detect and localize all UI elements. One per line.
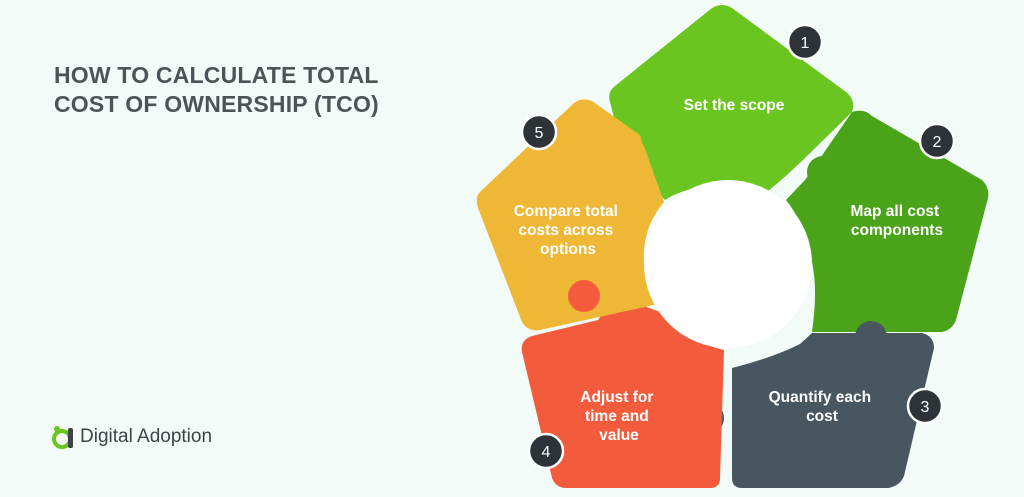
center-circle <box>644 180 812 348</box>
title-line-2: COST OF OWNERSHIP (TCO) <box>54 91 379 117</box>
piece-5-shape <box>476 99 664 331</box>
svg-text:1: 1 <box>801 35 810 52</box>
step-4-badge: 4 <box>527 432 565 470</box>
page-title: HOW TO CALCULATE TOTAL COST OF OWNERSHIP… <box>54 61 379 119</box>
step-4-label: Adjust for time and value <box>580 389 658 444</box>
step-1-label: Set the scope <box>684 97 785 114</box>
puzzle-piece-2 <box>786 110 989 333</box>
step-5-badge: 5 <box>520 113 558 151</box>
step-5-label: Compare total costs across options <box>514 203 623 258</box>
piece-3-knob <box>855 321 887 353</box>
joint-5-1 <box>641 121 673 153</box>
step-1-badge: 1 <box>786 23 824 61</box>
svg-text:2: 2 <box>933 134 942 151</box>
svg-text:3: 3 <box>921 399 930 416</box>
step-2-label: Map all cost components <box>850 203 943 239</box>
joint-4-5 <box>568 280 600 312</box>
piece-3-shape <box>732 333 934 488</box>
step-3-badge: 3 <box>906 387 944 425</box>
piece-2-knob <box>807 156 839 188</box>
brand-name: Digital Adoption <box>80 426 213 447</box>
digital-adoption-logo-icon <box>52 426 73 449</box>
step-3-label: Quantify each cost <box>769 389 876 425</box>
title-line-1: HOW TO CALCULATE TOTAL <box>54 62 379 88</box>
brand-logo: Digital Adoption <box>52 424 212 450</box>
puzzle-piece-5 <box>476 99 664 331</box>
piece-4-shape <box>521 300 724 488</box>
step-2-badge: 2 <box>918 122 956 160</box>
svg-text:5: 5 <box>535 125 544 142</box>
svg-text:4: 4 <box>542 444 551 461</box>
